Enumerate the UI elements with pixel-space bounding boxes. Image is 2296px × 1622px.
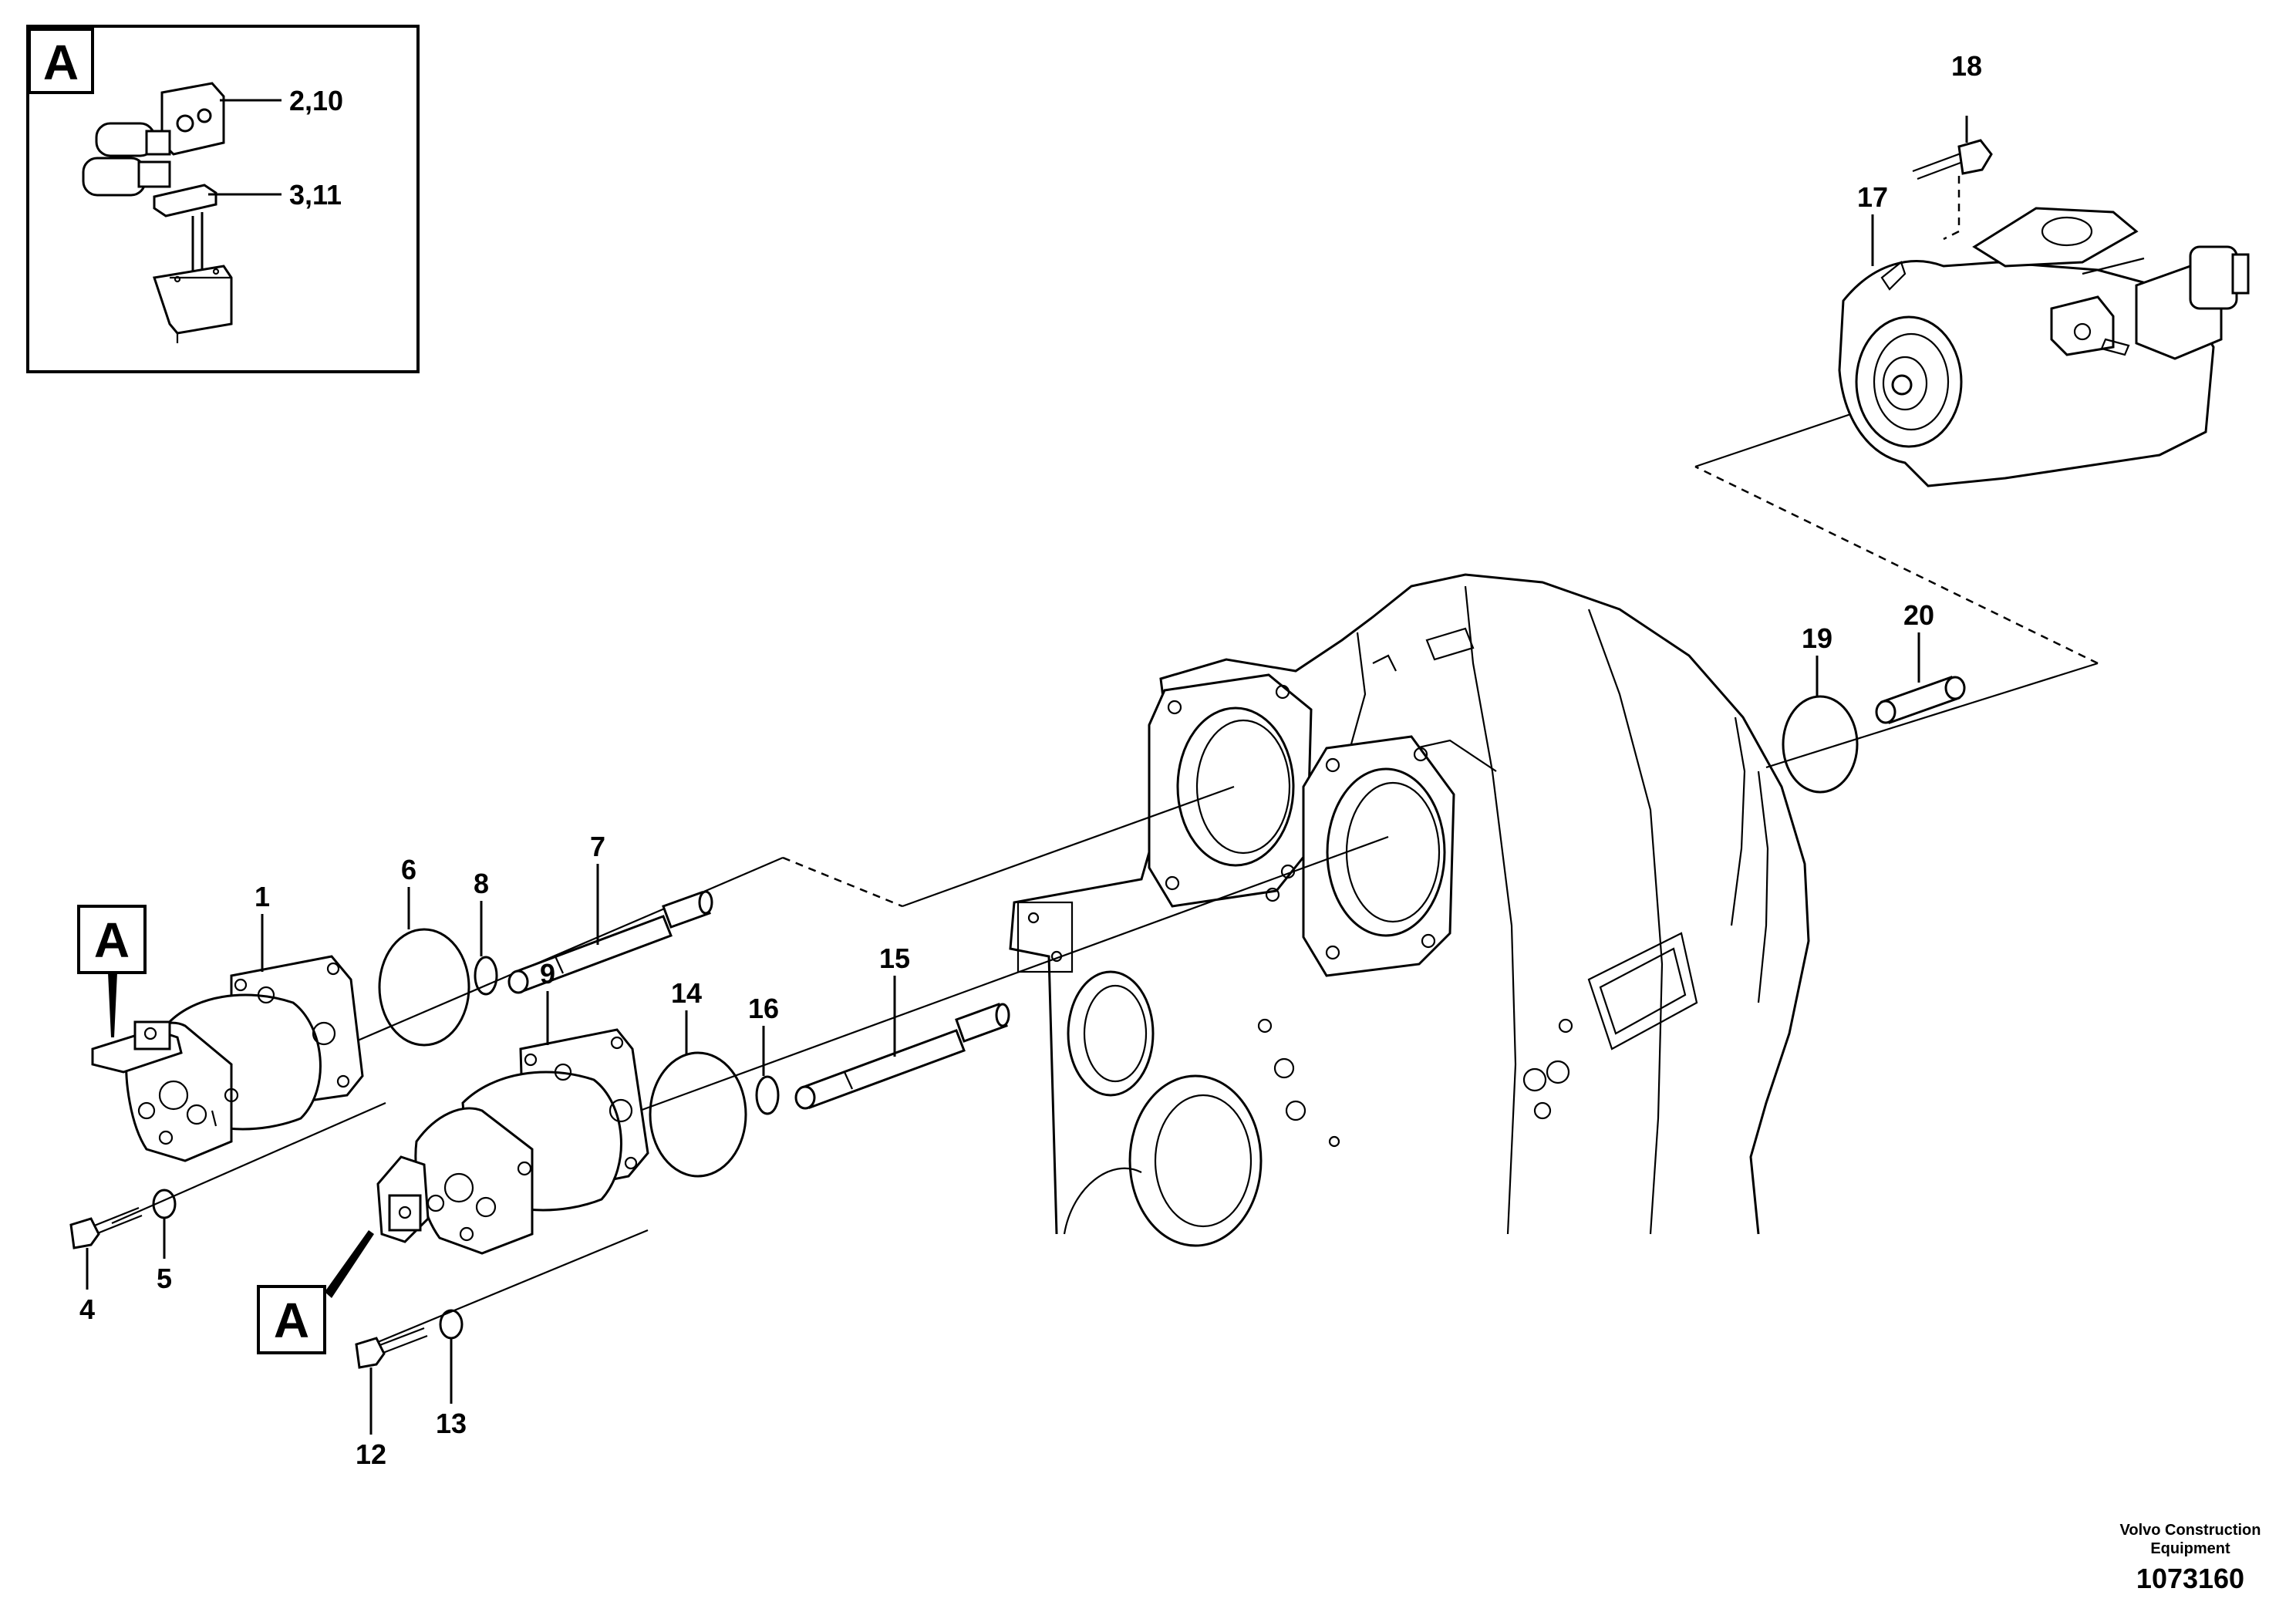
transmission-housing: [1009, 573, 1810, 1247]
callout-9: 9: [540, 958, 555, 990]
bolt-18: [1912, 116, 1993, 180]
drawing-number: 1073160: [2136, 1563, 2245, 1594]
detail-view-letter-box: [28, 28, 94, 94]
callout-5: 5: [157, 1263, 172, 1294]
callout-14: 14: [671, 977, 702, 1009]
callout-4: 4: [79, 1293, 95, 1325]
solenoid-valve-illustration: [82, 82, 233, 343]
footer-brand: Volvo Construction Equipment: [2090, 1521, 2291, 1558]
callout-7: 7: [590, 831, 605, 862]
callout-1: 1: [255, 881, 270, 912]
callout-18: 18: [1951, 50, 1982, 82]
detail-callout-2-10: 2,10: [289, 85, 343, 116]
detail-view-letter: A: [43, 35, 79, 90]
callout-16: 16: [748, 993, 779, 1024]
washer-13: [439, 1309, 464, 1404]
callout-20: 20: [1903, 599, 1934, 631]
callout-13: 13: [436, 1408, 467, 1439]
o-ring-19: [1782, 656, 1859, 794]
callout-6: 6: [401, 854, 416, 885]
snap-ring-8: [474, 901, 498, 996]
svg-text:A: A: [274, 1293, 309, 1348]
detail-view-a: A 2,10 3,11: [26, 25, 420, 373]
callout-labels: 1 4 5 6 7 8 9 12 13 14 15 16 17 18 19 20: [79, 50, 1982, 1470]
footer-brand-line1: Volvo Construction: [2119, 1522, 2261, 1539]
washer-5: [152, 1189, 177, 1259]
callout-12: 12: [356, 1438, 386, 1470]
callout-8: 8: [474, 868, 489, 899]
view-marker-a-upper: A: [77, 905, 147, 1037]
svg-text:A: A: [94, 912, 130, 968]
snap-ring-16: [755, 1026, 780, 1115]
hydraulic-motor-1: [91, 955, 364, 1162]
view-marker-a-lower: A: [257, 1230, 374, 1354]
shaft-15: [794, 976, 1010, 1110]
callout-15: 15: [879, 943, 910, 974]
assembly-lines: [111, 176, 2099, 1344]
detail-callout-3-11: 3,11: [289, 179, 342, 211]
hydraulic-pump-17: [1838, 207, 2250, 487]
bolt-4: [69, 1206, 143, 1290]
hydraulic-motor-9: [376, 1028, 649, 1255]
bolt-12: [355, 1327, 428, 1435]
sleeve-20: [1875, 632, 1966, 724]
callout-17: 17: [1857, 181, 1888, 213]
footer-brand-line2: Equipment: [2150, 1540, 2230, 1557]
o-ring-14: [649, 1010, 747, 1178]
o-ring-6: [378, 887, 470, 1047]
shaft-7: [507, 864, 713, 994]
callout-19: 19: [1802, 622, 1832, 654]
